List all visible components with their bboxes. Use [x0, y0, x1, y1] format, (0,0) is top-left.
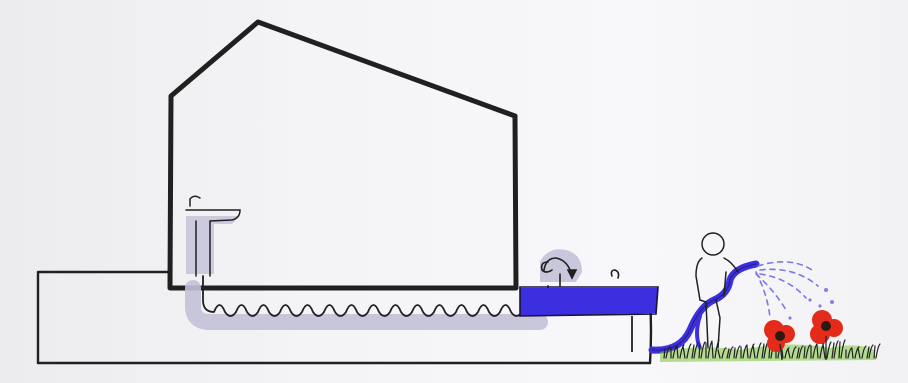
drain-pipe-shadow: [185, 280, 548, 330]
coiled-pipe-icon: [202, 275, 549, 317]
hose-outline: [651, 263, 757, 351]
water-drops: [788, 288, 834, 320]
flower-icon: [764, 310, 843, 361]
house-outline-icon: [167, 19, 519, 291]
drain-pipe: [185, 275, 549, 330]
person-watering: [695, 232, 739, 349]
water-spray: [755, 261, 819, 319]
faucet-icon: [540, 257, 620, 287]
house: [167, 19, 519, 291]
greywater-tank: [519, 286, 659, 352]
tap-shadow: [540, 249, 582, 282]
garden-hose: [648, 260, 760, 354]
sink-shadow: [186, 216, 240, 274]
bathroom-sink: [185, 195, 241, 277]
grass-icon: [663, 339, 881, 359]
flower-left: [764, 320, 795, 361]
hose-drop: [695, 314, 702, 350]
flowers: [764, 310, 843, 361]
sink-icon: [185, 195, 241, 277]
tap: [540, 249, 620, 287]
person-icon: [695, 232, 739, 349]
grass: [660, 339, 881, 362]
water-tank-icon: [519, 286, 659, 317]
flower-right: [810, 310, 843, 360]
tank-water: [520, 288, 658, 316]
